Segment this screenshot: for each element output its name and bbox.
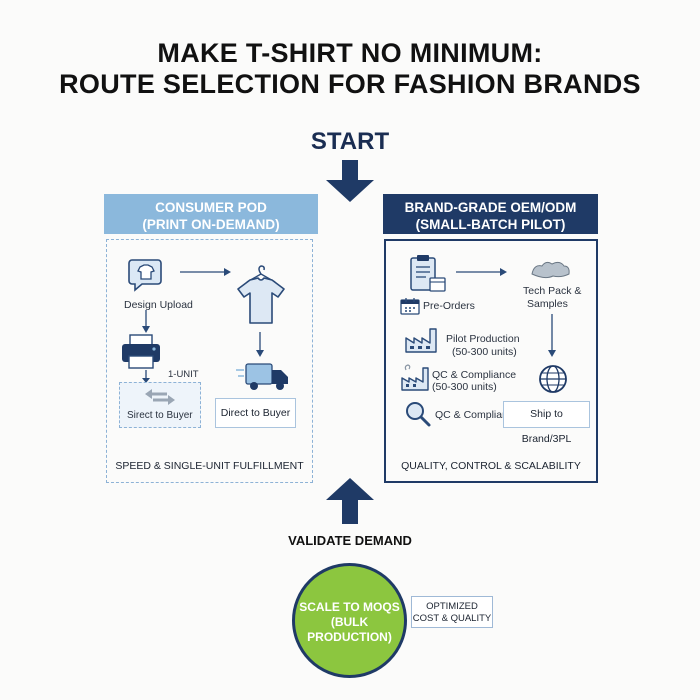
oem-odm-header-line1: BRAND-GRADE OEM/ODM bbox=[404, 200, 577, 215]
oem-odm-footer: QUALITY, CONTROL & SCALABILITY bbox=[401, 460, 581, 472]
validate-demand-label: VALIDATE DEMAND bbox=[288, 533, 412, 548]
arrow-tshirt-to-truck bbox=[256, 332, 264, 357]
arrow-techpack-to-globe bbox=[548, 314, 556, 357]
factory-icon bbox=[405, 328, 437, 353]
magnifier-icon bbox=[406, 402, 431, 427]
fabric-samples-icon bbox=[531, 261, 570, 279]
start-down-arrow bbox=[326, 160, 374, 202]
pre-orders-label: Pre-Orders bbox=[423, 300, 475, 312]
printer-icon bbox=[122, 334, 160, 369]
design-upload-label: Design Upload bbox=[124, 299, 193, 311]
globe-icon bbox=[539, 365, 567, 393]
calendar-icon bbox=[400, 298, 420, 315]
consumer-pod-panel bbox=[106, 239, 313, 483]
oem-odm-panel bbox=[384, 239, 598, 483]
optimized-line1: OPTIMIZED bbox=[426, 601, 478, 612]
start-label: START bbox=[310, 128, 390, 155]
optimized-cost-quality-box: OPTIMIZED COST & QUALITY bbox=[411, 596, 493, 628]
one-unit-label: 1-UNIT bbox=[168, 369, 199, 380]
arrow-design-to-printer bbox=[142, 310, 150, 333]
factory-smoke-icon bbox=[401, 364, 429, 391]
oem-odm-header-line2: (SMALL-BATCH PILOT) bbox=[415, 217, 566, 232]
consumer-pod-header: CONSUMER POD (PRINT ON-DEMAND) bbox=[104, 194, 318, 234]
sirect-to-buyer-box bbox=[119, 382, 201, 428]
scale-to-moqs-circle: SCALE TO MOQS (BULK PRODUCTION) bbox=[292, 563, 407, 678]
direct-to-buyer-box: Direct to Buyer bbox=[215, 398, 296, 428]
ship-to-brand-box: Ship to Brand/3PL bbox=[503, 401, 590, 445]
clipboard-icon bbox=[410, 255, 446, 292]
qc-compliance-label: QC & Compliance bbox=[435, 409, 520, 421]
oem-odm-header: BRAND-GRADE OEM/ODM (SMALL-BATCH PILOT) bbox=[383, 194, 598, 234]
tshirt-hanger-icon bbox=[237, 265, 285, 324]
sirect-to-buyer-label: Sirect to Buyer bbox=[127, 410, 193, 421]
page-title-line1: MAKE T-SHIRT NO MINIMUM: bbox=[157, 38, 543, 68]
validate-up-arrow bbox=[326, 478, 374, 524]
consumer-pod-header-line2: (PRINT ON-DEMAND) bbox=[142, 217, 280, 232]
scale-line2: (BULK bbox=[330, 615, 369, 629]
scale-line3: PRODUCTION) bbox=[307, 630, 392, 644]
scale-line1: SCALE TO MOQS bbox=[299, 600, 400, 614]
page-title-line2: ROUTE SELECTION FOR FASHION BRANDS bbox=[59, 69, 641, 99]
pilot-production-label-line1: Pilot Production bbox=[446, 333, 520, 345]
arrow-printer-to-sirect bbox=[142, 370, 150, 383]
qc-compliance-label-line1: QC & Compliance bbox=[432, 369, 517, 381]
tech-pack-label-line1: Tech Pack & bbox=[523, 285, 582, 297]
delivery-truck-icon bbox=[236, 363, 288, 390]
pilot-production-label-line2: (50-300 units) bbox=[452, 346, 517, 358]
tech-pack-label-line2: Samples bbox=[527, 298, 568, 310]
design-upload-icon bbox=[128, 259, 162, 292]
optimized-line2: COST & QUALITY bbox=[412, 613, 492, 624]
exchange-arrows-icon bbox=[145, 389, 175, 405]
consumer-pod-footer: SPEED & SINGLE-UNIT FULFILLMENT bbox=[115, 460, 304, 472]
qc-compliance-label-line2: (50-300 units) bbox=[432, 381, 497, 393]
consumer-pod-header-line1: CONSUMER POD bbox=[155, 200, 267, 215]
arrow-clipboard-to-techpack bbox=[456, 268, 507, 276]
arrow-design-to-tshirt bbox=[180, 268, 231, 276]
